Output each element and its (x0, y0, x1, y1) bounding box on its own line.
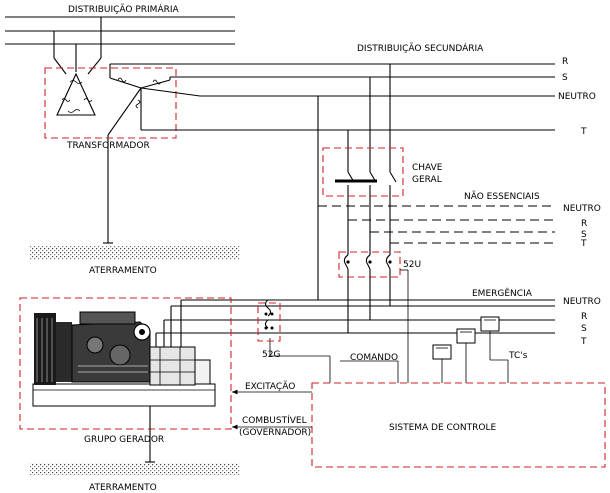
emergency-phase-s: S (581, 324, 587, 334)
breaker-52u-box (338, 251, 401, 278)
current-transformers (432, 316, 509, 383)
main-switch-box (322, 147, 404, 197)
breaker-52u-label: 52U (403, 260, 421, 270)
primary-drops (53, 17, 102, 75)
ground-top (30, 242, 240, 260)
ground-bottom-label: ATERRAMENTO (89, 483, 157, 493)
secondary-neutral: NEUTRO (558, 92, 596, 102)
ground-top-label: ATERRAMENTO (89, 266, 157, 276)
main-switch-label-2: GERAL (412, 175, 442, 185)
transformer-label: TRANSFORMADOR (66, 141, 150, 151)
non-essential-label: NÃO ESSENCIAIS (464, 191, 540, 202)
emergency-phase-t: T (580, 337, 587, 347)
non-essential-phase-t: T (580, 239, 587, 249)
secondary-phase-s: S (562, 73, 568, 83)
generator-set-drawing (32, 311, 216, 407)
fuel-label-2: (GOVERNADOR) (239, 428, 311, 438)
non-essential-neutral: NEUTRO (563, 204, 601, 214)
non-essential-bus (318, 205, 555, 244)
primary-distribution-lines (5, 16, 235, 45)
secondary-distribution-label: DISTRIBUIÇÃO SECUNDÁRIA (357, 42, 484, 54)
generator-set-label: GRUPO GERADOR (84, 435, 164, 445)
command-label: COMANDO (350, 353, 398, 363)
breaker-52g-box (257, 302, 281, 342)
non-essential-phase-r: R (581, 219, 587, 229)
control-system-label: SISTEMA DE CONTROLE (389, 423, 496, 433)
emergency-label: EMERGÊNCIA (472, 287, 533, 299)
emergency-phase-r: R (581, 312, 587, 322)
generator-set-box (19, 297, 232, 430)
ground-bottom (30, 406, 240, 475)
non-essential-phase-s: S (581, 230, 587, 240)
fuel-label-1: COMBUSTÍVEL (242, 414, 307, 426)
breaker-52g (264, 299, 331, 383)
main-switch (335, 171, 397, 255)
primary-distribution-label: DISTRIBUIÇÃO PRIMÁRIA (68, 3, 180, 15)
current-transformers-label: TC's (508, 351, 528, 361)
control-system-box (311, 382, 606, 468)
emergency-neutral: NEUTRO (563, 297, 601, 307)
main-switch-label-1: CHAVE (412, 163, 443, 173)
transformer-box (44, 67, 177, 139)
vertical-bus-drops (317, 64, 391, 300)
breaker-52g-label: 52G (262, 350, 280, 360)
excitation-label: EXCITAÇÃO (245, 381, 295, 392)
secondary-phase-r: R (562, 57, 568, 67)
breaker-52u (343, 254, 392, 333)
secondary-phase-t: T (580, 127, 587, 137)
emergency-bus (155, 299, 555, 356)
transformer-symbol (56, 72, 171, 243)
transformer-outputs (109, 63, 555, 131)
